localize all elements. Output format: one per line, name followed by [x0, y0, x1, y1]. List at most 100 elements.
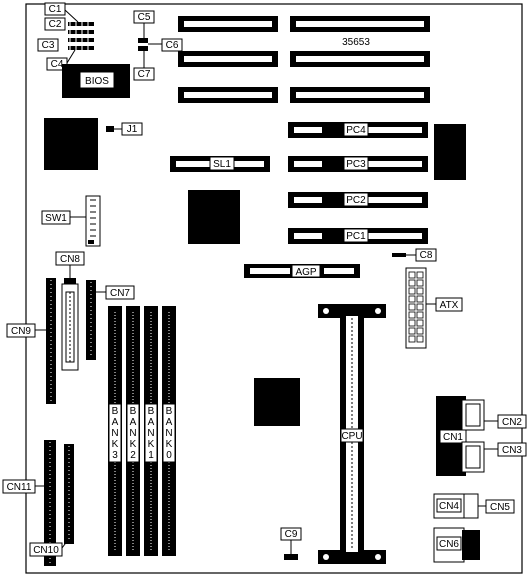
- svg-text:C1: C1: [49, 4, 62, 15]
- top-slots: [178, 16, 430, 103]
- tag-c9: C9: [280, 527, 302, 541]
- tag-atx: ATX: [435, 297, 463, 312]
- connector-cn4: CN4: [433, 493, 465, 519]
- tag-c7: C7: [133, 67, 155, 81]
- tag-c3: C3: [37, 38, 59, 52]
- tag-c5: C5: [133, 10, 155, 24]
- tag-cn8: CN8: [55, 251, 85, 266]
- dimm-bank-2: B A N K 2: [126, 306, 140, 556]
- svg-text:C7: C7: [138, 69, 151, 80]
- svg-text:C8: C8: [420, 250, 433, 261]
- pci-slot-pc4: PC4: [288, 122, 428, 138]
- svg-text:C9: C9: [285, 529, 298, 540]
- tag-c8: C8: [415, 248, 437, 262]
- chip-right: [434, 124, 466, 180]
- connector-cn1: CN1: [436, 396, 467, 476]
- svg-text:A: A: [166, 417, 173, 428]
- svg-text:A: A: [112, 417, 119, 428]
- svg-text:J1: J1: [127, 124, 138, 135]
- svg-text:C2: C2: [49, 19, 62, 30]
- svg-text:N: N: [147, 428, 154, 439]
- tag-cn9: CN9: [6, 323, 36, 338]
- tag-cn5: CN5: [485, 499, 515, 514]
- jumper-cluster-c1-c4: [68, 20, 94, 52]
- svg-text:C3: C3: [42, 40, 55, 51]
- svg-text:A: A: [130, 417, 137, 428]
- chip-center-low: [254, 378, 300, 426]
- svg-text:SW1: SW1: [45, 213, 67, 224]
- svg-text:C5: C5: [138, 12, 151, 23]
- svg-text:PC1: PC1: [346, 231, 366, 242]
- svg-text:CN9: CN9: [11, 326, 31, 337]
- tag-cn7: CN7: [105, 285, 135, 300]
- svg-text:1: 1: [148, 450, 154, 461]
- tag-cn3: CN3: [497, 442, 527, 457]
- tag-c1: C1: [44, 2, 66, 16]
- tag-cn2: CN2: [497, 414, 527, 429]
- tag-c6: C6: [161, 38, 183, 52]
- dimm-bank-3: B A N K 3: [108, 306, 122, 556]
- tag-c2: C2: [44, 17, 66, 31]
- chipset-north: [44, 118, 98, 170]
- svg-text:BIOS: BIOS: [85, 76, 109, 87]
- connector-cn10: [64, 444, 74, 544]
- slot-sl1: SL1: [170, 156, 270, 172]
- svg-text:0: 0: [166, 450, 172, 461]
- connector-cn5-port: [463, 493, 479, 519]
- svg-text:C4: C4: [51, 59, 64, 70]
- pci-slot-pc1: PC1: [288, 228, 428, 244]
- atx-power-connector: [405, 267, 427, 349]
- dimm-bank-1: B A N K 1: [144, 306, 158, 556]
- svg-text:B: B: [130, 406, 137, 417]
- svg-text:CN6: CN6: [439, 539, 459, 550]
- jumper-c9-pins: [284, 554, 298, 560]
- tag-cn10: CN10: [29, 542, 63, 557]
- svg-text:B: B: [112, 406, 119, 417]
- connector-cn11: [44, 440, 56, 566]
- jumper-cluster-c5-c7: [138, 38, 148, 51]
- jumper-j1-pins: [106, 126, 114, 132]
- agp-slot: AGP: [244, 264, 360, 278]
- svg-text:CN4: CN4: [439, 501, 459, 512]
- svg-text:3: 3: [112, 450, 118, 461]
- svg-text:K: K: [112, 439, 119, 450]
- connector-cn3-port: [461, 441, 485, 473]
- svg-text:N: N: [165, 428, 172, 439]
- pci-slot-pc3: PC3: [288, 156, 428, 172]
- connector-cn9: [46, 278, 56, 404]
- svg-text:ATX: ATX: [440, 300, 459, 311]
- connector-cn2-port: [461, 399, 485, 431]
- svg-text:CN2: CN2: [502, 417, 522, 428]
- svg-text:N: N: [111, 428, 118, 439]
- svg-text:CN5: CN5: [490, 502, 510, 513]
- svg-text:K: K: [166, 439, 173, 450]
- svg-text:N: N: [129, 428, 136, 439]
- part-number: 35653: [342, 37, 370, 48]
- svg-text:CN10: CN10: [33, 545, 59, 556]
- svg-text:2: 2: [130, 450, 136, 461]
- dip-switch-sw1: [85, 195, 101, 247]
- tag-sw1: SW1: [41, 210, 71, 225]
- svg-text:K: K: [148, 439, 155, 450]
- svg-text:PC2: PC2: [346, 195, 366, 206]
- pci-slot-pc2: PC2: [288, 192, 428, 208]
- svg-text:C6: C6: [166, 40, 179, 51]
- tag-j1: J1: [121, 122, 143, 136]
- svg-text:CPU: CPU: [341, 431, 362, 442]
- svg-text:CN8: CN8: [60, 254, 80, 265]
- svg-text:SL1: SL1: [213, 159, 231, 170]
- svg-text:PC3: PC3: [346, 159, 366, 170]
- connector-cn8: [61, 278, 79, 371]
- connector-cn7: [86, 280, 96, 360]
- dimm-bank-0: B A N K 0: [162, 306, 176, 556]
- svg-text:CN1: CN1: [443, 432, 463, 443]
- jumper-c8-pins: [392, 253, 406, 257]
- svg-text:CN7: CN7: [110, 288, 130, 299]
- svg-text:K: K: [130, 439, 137, 450]
- cpu-slot: CPU: [318, 304, 386, 564]
- svg-text:AGP: AGP: [295, 267, 316, 278]
- svg-text:B: B: [148, 406, 155, 417]
- svg-text:CN11: CN11: [7, 482, 32, 493]
- chipset-south: [188, 190, 240, 244]
